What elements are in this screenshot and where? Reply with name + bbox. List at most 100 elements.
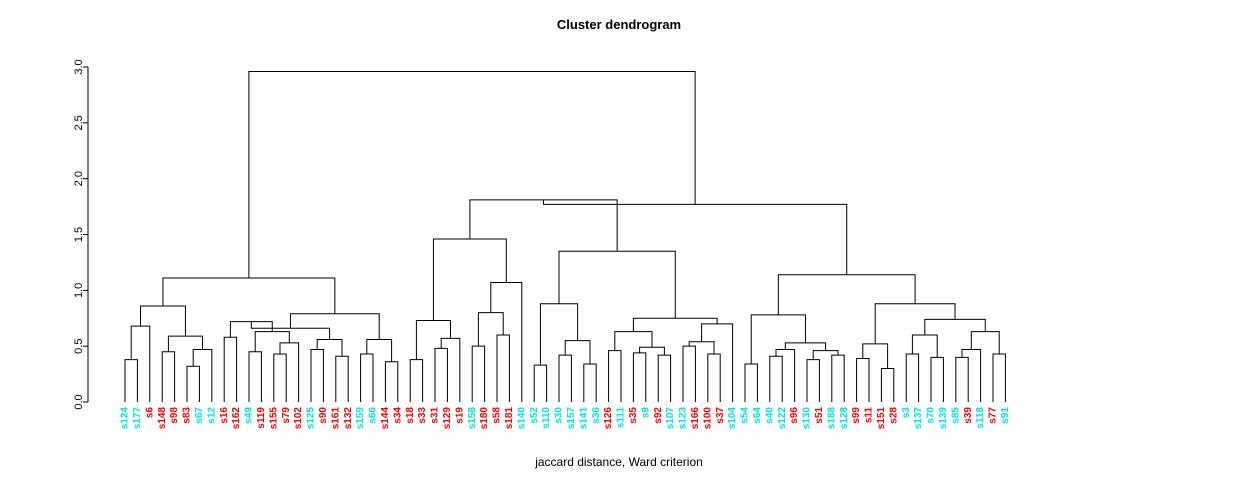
dendrogram-link — [167, 335, 203, 352]
leaf-label: s40 — [764, 407, 775, 424]
dendrogram-link — [432, 238, 507, 321]
dendrogram-link — [880, 368, 895, 402]
leaf-label: s181 — [504, 407, 515, 430]
dendrogram-link — [130, 325, 151, 402]
dendrogram-link — [564, 340, 591, 365]
leaf-label: s33 — [417, 407, 428, 424]
y-axis: 0.00.51.01.52.02.53.0 — [73, 59, 89, 410]
dendrogram-link — [415, 319, 451, 360]
dendrogram-link — [335, 355, 349, 402]
y-axis-tick: 1.0 — [73, 283, 85, 298]
leaf-label: s123 — [678, 407, 689, 430]
leaf-label: s66 — [368, 407, 379, 424]
leaf-label: s54 — [740, 407, 751, 424]
leaf-label: s36 — [591, 407, 602, 424]
leaf-label: s9 — [640, 407, 651, 419]
dendrogram-link — [360, 353, 374, 402]
leaf-label: s6 — [144, 407, 155, 419]
leaf-label: s11 — [864, 407, 875, 424]
leaf-label: s104 — [727, 407, 738, 430]
y-axis-tick: 0.0 — [73, 394, 85, 409]
dendrogram-link — [558, 250, 676, 319]
x-axis-label: jaccard distance, Ward criterion — [535, 455, 703, 469]
leaf-label: s140 — [516, 407, 527, 430]
leaf-label: s99 — [851, 407, 862, 424]
dendrogram-link — [469, 199, 618, 252]
dendrogram-link — [248, 351, 262, 402]
dendrogram-link — [744, 363, 758, 402]
leaf-label: s96 — [789, 407, 800, 424]
dendrogram-link — [806, 359, 820, 402]
leaf-label: s100 — [702, 407, 713, 430]
leaf-label: s161 — [330, 407, 341, 430]
leaf-label: s159 — [355, 407, 366, 430]
dendrogram-link — [248, 70, 696, 279]
leaf-label: s141 — [578, 407, 589, 430]
y-axis-tick: 2.5 — [73, 115, 85, 130]
dendrogram-link — [682, 345, 696, 402]
leaf-label: s30 — [554, 407, 565, 424]
leaf-label: s98 — [169, 407, 180, 424]
leaf-label: s151 — [876, 407, 887, 430]
leaf-label: s177 — [132, 407, 143, 430]
leaf-label: s130 — [802, 407, 813, 430]
leaf-label: s35 — [628, 407, 639, 424]
dendrogram-link — [701, 323, 734, 402]
dendrogram-link — [955, 356, 969, 402]
dendrogram-link — [533, 364, 548, 402]
page-title: Cluster dendrogram — [556, 17, 682, 32]
dendrogram-link — [366, 338, 393, 362]
dendrogram-link — [434, 347, 448, 402]
leaf-label: s28 — [888, 407, 899, 424]
dendrogram-link — [310, 349, 324, 402]
dendrogram-link — [924, 318, 986, 335]
leaf-label: s70 — [926, 407, 937, 424]
leaf-label: s52 — [529, 407, 540, 424]
dendrogram-link — [543, 199, 848, 275]
leaf-label: s144 — [380, 407, 391, 430]
dendrogram-link — [490, 282, 523, 402]
leaf-label: s139 — [938, 407, 949, 430]
y-axis-tick: 3.0 — [73, 59, 85, 74]
leaf-label: s31 — [430, 407, 441, 424]
dendrogram-link — [775, 349, 796, 402]
dendrogram-link — [657, 354, 672, 402]
dendrogram-link — [186, 365, 200, 402]
leaf-label: s125 — [306, 407, 317, 430]
dendrogram-link — [777, 274, 916, 315]
dendrogram-link — [161, 351, 176, 402]
dendrogram-link — [639, 346, 665, 356]
dendrogram-link — [784, 342, 827, 351]
leaf-label: s77 — [988, 407, 999, 424]
dendrogram-link — [384, 361, 399, 402]
leaf-label: s58 — [492, 407, 503, 424]
leaf-label: s34 — [392, 407, 403, 424]
leaf-label: s162 — [231, 407, 242, 430]
dendrogram-link — [992, 353, 1006, 402]
leaf-label: s158 — [467, 407, 478, 430]
dendrogram-link — [707, 353, 721, 402]
leaf-label: s51 — [814, 407, 825, 424]
leaf-label: s124 — [120, 407, 131, 430]
leaf-label: s79 — [281, 407, 292, 424]
leaf-label: s119 — [256, 407, 267, 429]
dendrogram-link — [930, 356, 944, 402]
dendrogram-link — [124, 359, 138, 402]
dendrogram-links — [124, 70, 1006, 402]
dendrogram-link — [409, 359, 424, 402]
dendrogram-link — [279, 342, 300, 402]
y-axis-tick: 2.0 — [73, 171, 85, 186]
leaf-label: s83 — [182, 407, 193, 424]
dendrogram-link — [223, 336, 238, 402]
dendrogram-link — [289, 313, 380, 340]
dendrogram-link — [273, 353, 287, 402]
leaf-label: s92 — [653, 407, 664, 424]
leaf-label: s39 — [963, 407, 974, 424]
dendrogram-link — [140, 305, 186, 337]
dendrogram-link — [608, 350, 622, 402]
dendrogram-link — [440, 337, 461, 402]
dendrogram-link — [970, 331, 1000, 354]
leaf-label: s64 — [752, 407, 763, 424]
